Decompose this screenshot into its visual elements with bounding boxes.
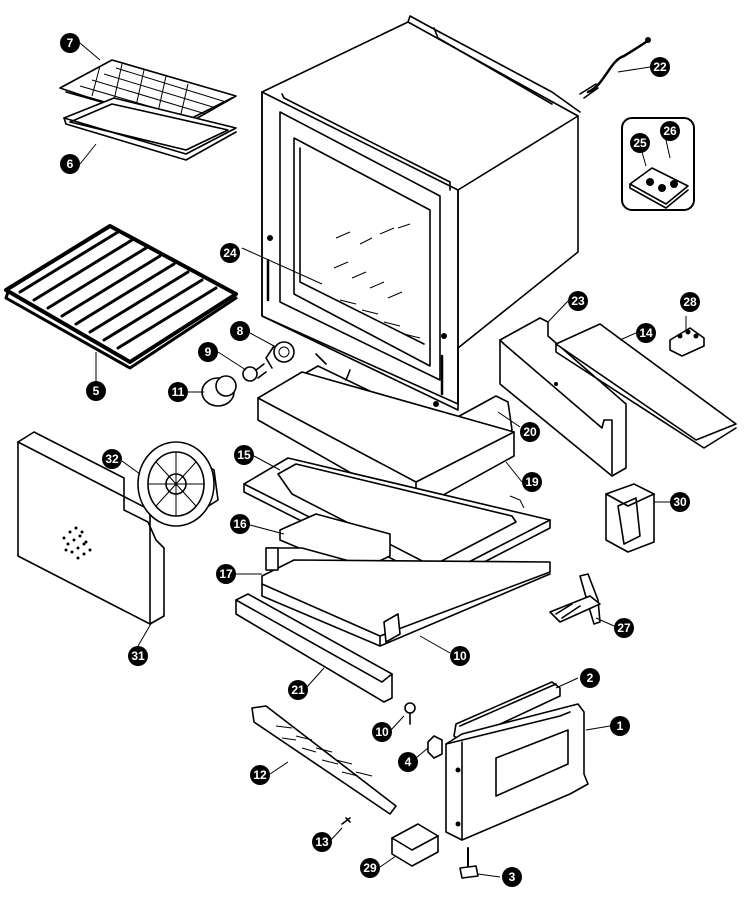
callout-32: 32 [102,449,122,469]
svg-text:17: 17 [219,567,233,581]
drawer-rail-part [453,681,561,743]
front-rail-part [235,593,393,703]
callout-10-lower: 10 [450,646,470,666]
callout-9: 9 [198,342,218,362]
svg-text:28: 28 [683,295,697,309]
bracket-box-part [605,483,655,553]
svg-text:3: 3 [509,870,516,884]
callout-26: 26 [660,121,680,141]
screw-part [404,702,416,725]
svg-text:1: 1 [617,719,624,733]
callout-19: 19 [522,472,542,492]
callout-31: 31 [128,646,148,666]
callout-17: 17 [216,564,236,584]
callout-14: 14 [636,323,656,343]
light-bulb-part [242,363,267,382]
svg-text:23: 23 [571,294,585,308]
svg-text:11: 11 [172,385,185,399]
callout-7: 7 [60,33,80,53]
svg-text:13: 13 [315,835,329,849]
callout-2: 2 [580,668,600,688]
angle-bracket-part [549,573,601,625]
terminal-block-part [669,327,705,357]
svg-text:27: 27 [617,621,631,635]
svg-text:9: 9 [205,345,212,359]
callout-15: 15 [234,445,254,465]
leader-lines [79,42,687,878]
callout-20: 20 [520,422,540,442]
svg-text:5: 5 [93,384,100,398]
control-board-inset [621,117,695,211]
convection-fan-part [137,441,219,527]
svg-text:19: 19 [525,475,539,489]
svg-text:22: 22 [653,60,667,74]
side-panel-part [17,431,165,625]
callout-16: 16 [230,514,250,534]
svg-text:21: 21 [291,683,305,697]
svg-text:4: 4 [405,755,412,769]
callout-10-screw: 10 [372,722,392,742]
broiler-pan-part [63,97,237,161]
storage-drawer-part [445,703,589,841]
svg-text:32: 32 [105,452,119,466]
svg-text:14: 14 [639,326,653,340]
rear-shelf-part [555,323,737,449]
svg-text:16: 16 [233,517,247,531]
callout-1: 1 [610,716,630,736]
svg-text:31: 31 [131,649,145,663]
svg-text:10: 10 [453,649,467,663]
callout-30: 30 [670,492,690,512]
svg-text:24: 24 [223,246,237,260]
svg-text:20: 20 [523,425,537,439]
clip-part [427,735,443,759]
callout-22: 22 [650,57,670,77]
callout-24: 24 [220,243,240,263]
callout-27: 27 [614,618,634,638]
callout-8: 8 [230,321,250,341]
callout-28: 28 [680,292,700,312]
callout-12: 12 [250,765,270,785]
kick-panel-part [251,705,397,815]
svg-text:25: 25 [633,136,647,150]
svg-text:8: 8 [237,324,244,338]
leveling-leg-part [459,847,479,879]
vent-grille [62,526,92,560]
rear-panel-part [499,317,627,477]
small-screw-part [341,817,351,825]
callout-23: 23 [568,291,588,311]
callout-3: 3 [502,867,522,887]
svg-text:15: 15 [237,448,251,462]
oven-cavity-part [261,15,581,411]
callout-13: 13 [312,832,332,852]
svg-text:12: 12 [253,768,267,782]
callout-25: 25 [630,133,650,153]
callout-21: 21 [288,680,308,700]
lamp-cover-part [201,375,237,407]
callout-5: 5 [86,381,106,401]
svg-text:10: 10 [375,725,389,739]
oven-bottom-part [261,513,551,647]
wire-harness-part [579,37,651,99]
callout-4: 4 [398,752,418,772]
callout-11: 11 [168,382,188,402]
lamp-socket-part [265,341,295,369]
svg-text:7: 7 [67,36,74,50]
callout-6: 6 [60,154,80,174]
svg-text:2: 2 [587,671,594,685]
corner-piece-part [391,823,439,867]
svg-text:29: 29 [363,861,377,875]
svg-text:6: 6 [67,157,74,171]
svg-text:30: 30 [673,495,687,509]
oven-rack-part [4,224,238,370]
svg-text:26: 26 [663,124,677,138]
callout-29: 29 [360,858,380,878]
